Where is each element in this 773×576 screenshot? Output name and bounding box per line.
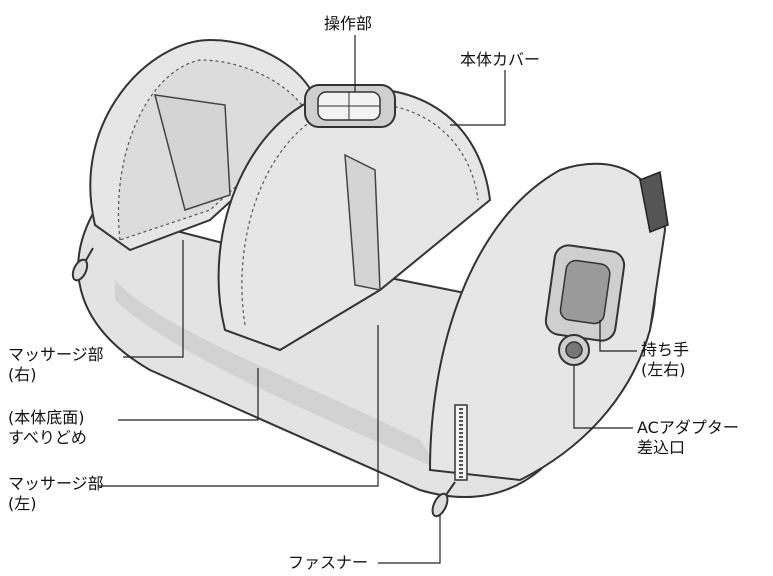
leader-handle xyxy=(599,320,637,352)
massager-bottom-shade xyxy=(115,280,440,470)
label-non-slip: (本体底面) すべりどめ xyxy=(8,408,87,447)
leader-lines xyxy=(98,35,637,564)
zipper-track xyxy=(454,404,468,481)
label-massage-right: マッサージ部 (右) xyxy=(8,345,104,384)
leader-massage-left xyxy=(98,325,379,487)
leader-body-cover xyxy=(450,70,506,126)
back-tab xyxy=(639,170,669,234)
handle-grip xyxy=(559,259,611,325)
left-zipper-pull xyxy=(71,247,94,282)
leader-massage-right xyxy=(123,240,184,358)
label-control-panel: 操作部 xyxy=(324,14,373,33)
leader-ac-adapter xyxy=(573,366,633,429)
center-flap xyxy=(344,153,381,291)
label-massage-left: マッサージ部 (左) xyxy=(8,474,104,513)
label-fastener: ファスナー xyxy=(288,553,369,572)
label-handle: 持ち手 (左右) xyxy=(641,340,690,379)
center-dome-seam xyxy=(241,103,479,326)
label-body-cover: 本体カバー xyxy=(460,50,541,69)
left-flap xyxy=(153,94,231,211)
bottom-zipper-pull xyxy=(431,481,456,518)
leader-fastener xyxy=(378,515,441,564)
leader-non-slip xyxy=(118,368,259,421)
label-ac-adapter: ACアダプター 差込口 xyxy=(637,418,739,457)
